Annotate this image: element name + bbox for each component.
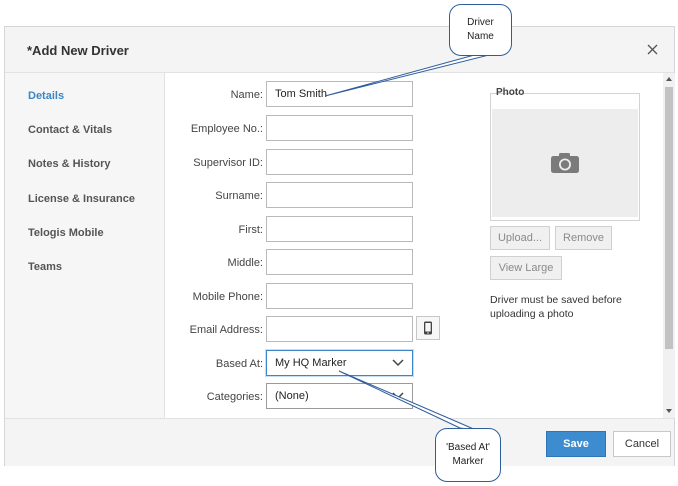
sidebar-item-details[interactable]: Details	[28, 90, 65, 102]
categories-select[interactable]: (None)	[266, 383, 413, 409]
based-at-select[interactable]: My HQ Marker	[266, 350, 413, 376]
categories-label: Categories:	[206, 391, 263, 403]
mobile-phone-input[interactable]	[266, 283, 413, 309]
callout-based-at-line1: 'Based At'	[446, 442, 490, 453]
supervisor-id-label: Supervisor ID:	[193, 157, 263, 169]
middle-label: Middle:	[227, 257, 263, 269]
surname-label: Surname:	[215, 190, 263, 202]
mobile-phone-label: Mobile Phone:	[192, 291, 263, 303]
dialog-header: *Add New Driver	[5, 27, 674, 73]
middle-input[interactable]	[266, 249, 413, 275]
employee-no-input[interactable]	[266, 115, 413, 141]
sidebar-item-telogis-mobile[interactable]: Telogis Mobile	[28, 227, 104, 239]
sidebar-item-contact-vitals[interactable]: Contact & Vitals	[28, 124, 113, 136]
name-input[interactable]: Tom Smith	[266, 81, 413, 107]
close-icon	[647, 44, 657, 54]
save-button[interactable]: Save	[546, 431, 606, 457]
details-form: Name: Tom Smith Employee No.: Supervisor…	[166, 73, 663, 418]
remove-button[interactable]: Remove	[555, 226, 612, 250]
scrollbar-thumb[interactable]	[665, 87, 673, 349]
upload-button[interactable]: Upload...	[490, 226, 550, 250]
name-value: Tom Smith	[275, 88, 327, 100]
scroll-down-icon[interactable]	[666, 409, 672, 413]
supervisor-id-input[interactable]	[266, 149, 413, 175]
mobile-phone-button[interactable]	[416, 316, 440, 340]
based-at-value: My HQ Marker	[275, 357, 347, 369]
chevron-down-icon	[392, 392, 404, 400]
name-label: Name:	[230, 89, 263, 101]
callout-driver-name-line2: Name	[467, 31, 494, 42]
callout-driver-name: Driver Name	[449, 4, 512, 56]
view-large-button[interactable]: View Large	[490, 256, 562, 280]
cancel-button[interactable]: Cancel	[613, 431, 671, 457]
first-input[interactable]	[266, 216, 413, 242]
chevron-down-icon	[392, 359, 404, 367]
callout-based-at-line2: Marker	[452, 456, 484, 467]
surname-input[interactable]	[266, 182, 413, 208]
callout-driver-name-line1: Driver	[467, 17, 494, 28]
camera-icon	[551, 153, 579, 173]
email-address-input[interactable]	[266, 316, 413, 342]
photo-legend: Photo	[496, 87, 525, 98]
close-button[interactable]	[642, 39, 662, 59]
callout-based-at: 'Based At' Marker	[435, 428, 501, 482]
sidebar: Details Contact & Vitals Notes & History…	[5, 73, 165, 418]
photo-placeholder	[492, 109, 638, 217]
sidebar-item-notes-history[interactable]: Notes & History	[28, 158, 111, 170]
photo-note: Driver must be saved before uploading a …	[490, 294, 622, 320]
photo-frame	[490, 93, 640, 221]
employee-no-label: Employee No.:	[190, 123, 263, 135]
scroll-up-icon[interactable]	[666, 77, 672, 81]
categories-value: (None)	[275, 390, 309, 402]
mobile-phone-icon	[424, 321, 432, 335]
sidebar-item-license-insurance[interactable]: License & Insurance	[28, 193, 135, 205]
add-driver-dialog: *Add New Driver Details Contact & Vitals…	[4, 26, 675, 466]
dialog-title: *Add New Driver	[27, 43, 129, 58]
first-label: First:	[238, 224, 263, 236]
based-at-label: Based At:	[215, 358, 263, 370]
dialog-footer: Save Cancel	[5, 418, 674, 466]
scrollbar[interactable]	[663, 73, 675, 418]
email-address-label: Email Address:	[189, 324, 263, 336]
sidebar-item-teams[interactable]: Teams	[28, 261, 63, 273]
